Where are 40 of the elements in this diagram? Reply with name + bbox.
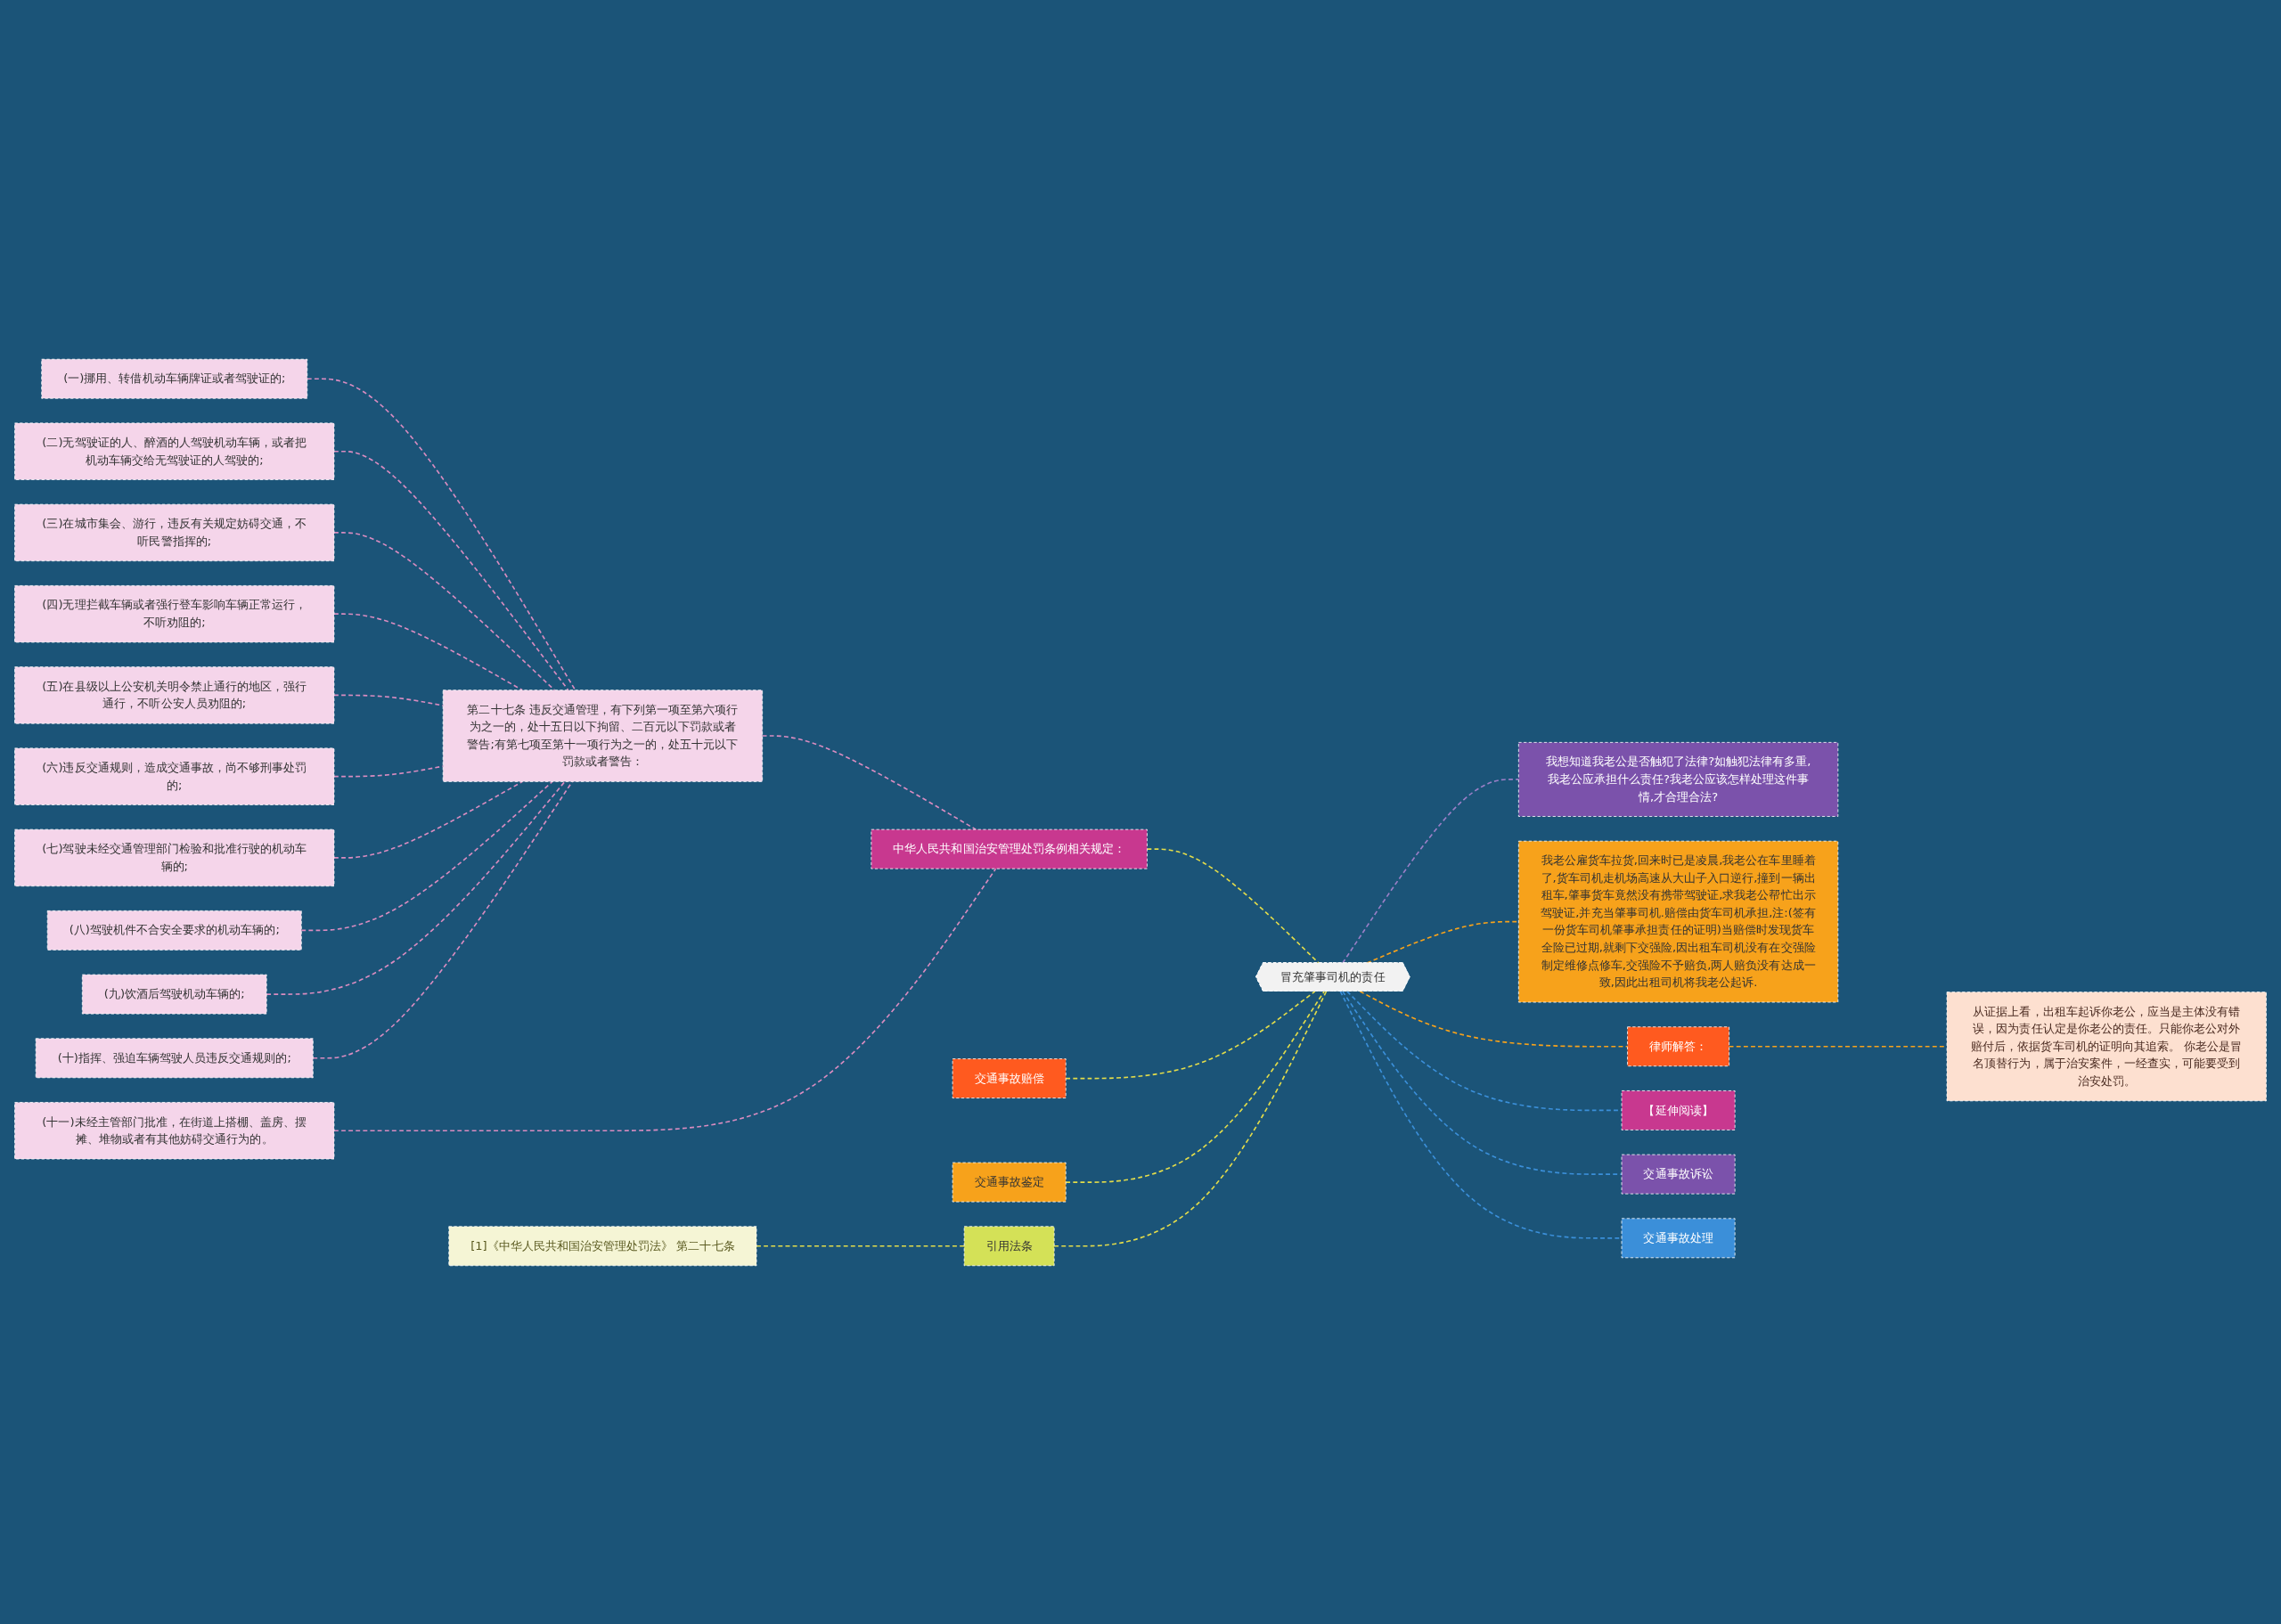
node-box: (四)无理拦截车辆或者强行登车影响车辆正常运行，不听劝阻的; — [14, 584, 335, 642]
connector — [333, 867, 997, 1131]
connector — [1359, 990, 1629, 1048]
node-box: 交通事故诉讼 — [1621, 1154, 1736, 1195]
node-box: (七)驾驶未经交通管理部门检验和批准行驶的机动车辆的; — [14, 828, 335, 886]
node-box: 我老公雇货车拉货,回来时已是凌晨,我老公在车里睡着了,货车司机走机场高速从大山子入口逆行,撞到一辆出租车,肇事货车竟然没有携带驾驶证,求我老公帮忙出示驾驶证,并充当肇事司机.赔偿由货车司机承担,注:(签有一份货车司机肇事承担责任的证明)当赔偿时发现货车全险已过期,就剩下交强险,因出租车司机没有在交强险制定维修点修车,交强险不予赔负,两人赔负没有达成一致,因此出租司机将我老公起诉. — [1517, 840, 1839, 1002]
connector — [333, 780, 524, 859]
connector — [300, 780, 553, 931]
node-box: (六)违反交通规则，造成交通事故，尚不够刑事处罚的; — [14, 747, 335, 805]
node-box: (八)驾驶机件不合安全要求的机动车辆的; — [46, 910, 302, 951]
connector — [312, 780, 574, 1059]
node-box: 从证据上看，出租车起诉你老公，应当是主体没有错误，因为责任认定是你老公的责任。只能你老公对外赔付后，依据货车司机的证明向其追索。 你老公是冒名顶替行为，属于治安案件，一经查实，可能要受到治安处罚。 — [1946, 991, 2267, 1101]
connector — [306, 377, 576, 691]
connector — [1065, 990, 1316, 1079]
node-box: 引用法条 — [963, 1225, 1055, 1266]
connector — [1342, 990, 1623, 1175]
node-box: [1]《中华人民共和国治安管理处罚法》 第二十七条 — [448, 1225, 757, 1266]
connector — [333, 612, 524, 691]
connector — [1342, 778, 1520, 964]
node-box: (一)挪用、转借机动车辆牌证或者驾驶证的; — [41, 358, 308, 399]
node-box: (十一)未经主管部门批准，在街道上搭棚、盖房、摆摊、堆物或者有其他妨碍交通行为的。 — [14, 1101, 335, 1159]
connector — [1053, 990, 1328, 1247]
connector — [266, 780, 566, 995]
node-box: 交通事故处理 — [1621, 1217, 1736, 1258]
node-box: 交通事故赔偿 — [952, 1057, 1067, 1098]
connector — [756, 1245, 965, 1247]
node-box: 中华人民共和国治安管理处罚条例相关规定： — [871, 828, 1148, 869]
node-box: (五)在县级以上公安机关明令禁止通行的地区，强行通行，不听公安人员劝阻的; — [14, 665, 335, 724]
node-box: 第二十七条 违反交通管理，有下列第一项至第六项行为之一的，处十五日以下拘留、二百元以下罚款或者警告;有第七项至第十一项行为之一的，处五十元以下罚款或者警告： — [442, 689, 764, 782]
node-box: 我想知道我老公是否触犯了法律?如触犯法律有多重,我老公应承担什么责任?我老公应该怎样处理这件事情,才合理合法? — [1517, 741, 1839, 817]
node-box: 【延伸阅读】 — [1621, 1089, 1736, 1130]
node-box: (十)指挥、强迫车辆驾驶人员违反交通规则的; — [35, 1037, 314, 1078]
connector — [333, 450, 569, 691]
connector — [1065, 990, 1325, 1183]
node-box: 交通事故鉴定 — [952, 1162, 1067, 1202]
node-box: (二)无驾驶证的人、醉酒的人驾驶机动车辆，或者把机动车辆交给无驾驶证的人驾驶的; — [14, 422, 335, 480]
node-box: (九)饮酒后驾驶机动车辆的; — [81, 974, 267, 1014]
connector — [1339, 990, 1623, 1239]
node-box: (三)在城市集会、游行，违反有关规定妨碍交通，不听民警指挥的; — [14, 503, 335, 561]
node-box: 律师解答： — [1627, 1025, 1729, 1066]
